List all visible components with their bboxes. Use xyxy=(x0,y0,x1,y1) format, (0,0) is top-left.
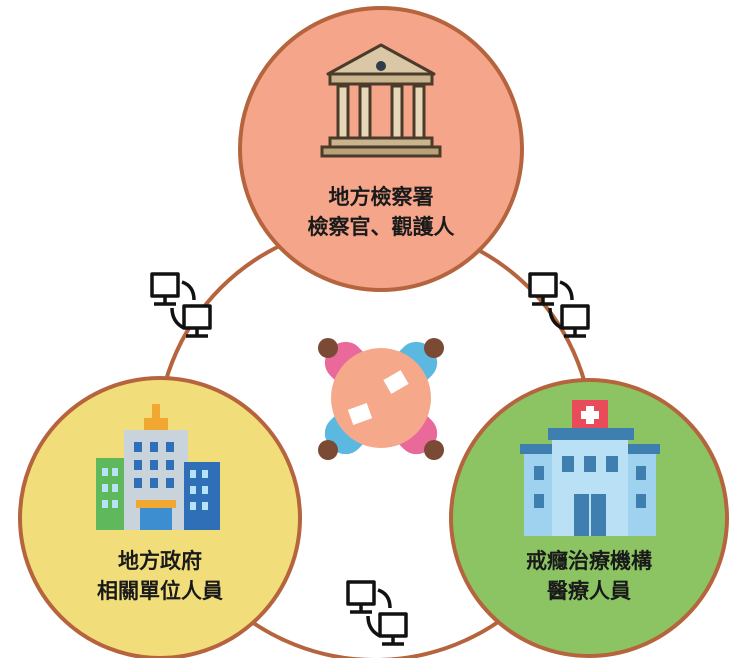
treatment-label: 戒癮治療機構 醫療人員 xyxy=(479,546,699,606)
treatment-line1: 戒癮治療機構 xyxy=(526,549,652,573)
government-line2: 相關單位人員 xyxy=(97,579,223,603)
hospital-icon xyxy=(520,400,660,536)
government-label: 地方政府 相關單位人員 xyxy=(50,546,270,606)
courthouse-icon xyxy=(320,43,442,158)
meeting-table-icon xyxy=(318,338,444,460)
office-building-icon xyxy=(96,404,220,530)
network-computers-icon xyxy=(150,272,212,338)
government-line1: 地方政府 xyxy=(118,549,202,573)
prosecutors-line2: 檢察官、觀護人 xyxy=(307,215,455,239)
treatment-line2: 醫療人員 xyxy=(547,579,631,603)
network-computers-icon xyxy=(528,272,590,338)
prosecutors-line1: 地方檢察署 xyxy=(328,185,434,209)
prosecutors-label: 地方檢察署 檢察官、觀護人 xyxy=(271,182,491,242)
network-computers-icon xyxy=(346,580,408,646)
